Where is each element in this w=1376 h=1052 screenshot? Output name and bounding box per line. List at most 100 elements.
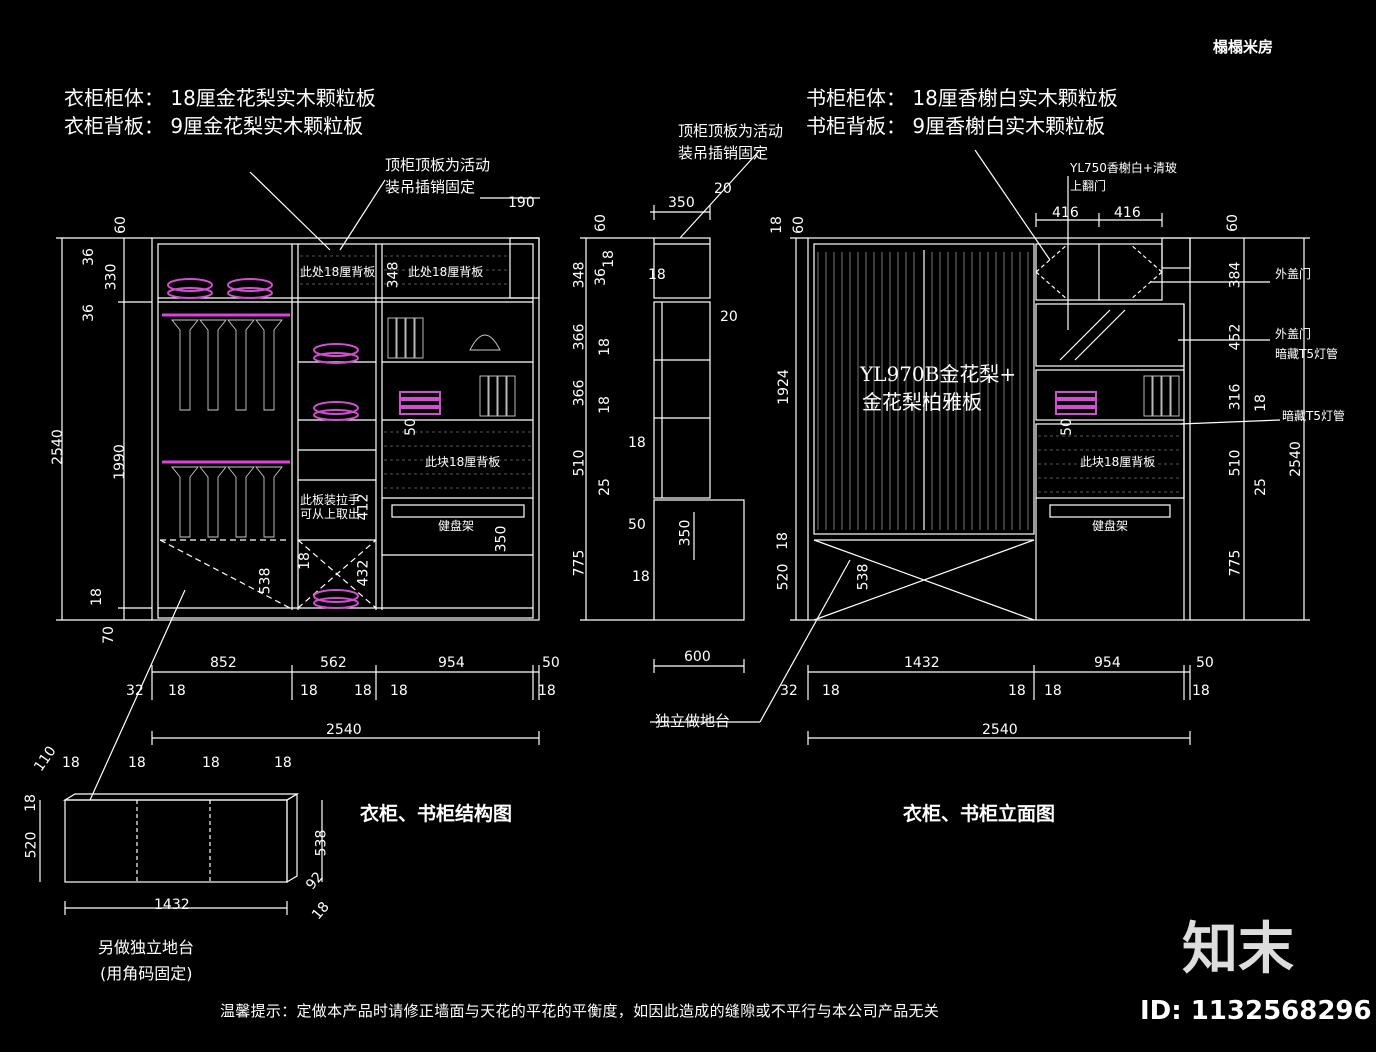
dim-left-2540: 2540 xyxy=(49,429,66,465)
dim-left-954: 954 xyxy=(438,655,465,671)
dim-left-60: 60 xyxy=(112,216,129,234)
dim-base-18c: 18 xyxy=(202,755,220,771)
back-panel-label-b: 此处18厘背板 xyxy=(408,265,484,279)
dim-left-412: 412 xyxy=(355,493,372,521)
hidden-light-label-b: 暗藏T5灯管 xyxy=(1282,409,1345,423)
dim-left-36a: 36 xyxy=(80,248,97,266)
dim-rr-316: 316 xyxy=(1227,383,1244,411)
outer-door-label-b: 外盖门 xyxy=(1275,327,1312,341)
dim-left-18: 18 xyxy=(88,588,105,606)
dim-base-18a: 18 xyxy=(62,755,80,771)
dim-left-50c: 50 xyxy=(402,418,419,436)
dim-right-954: 954 xyxy=(1094,655,1121,671)
dim-left-2540-h: 2540 xyxy=(326,722,362,738)
dim-rr-384: 384 xyxy=(1227,261,1244,289)
dim-mid-775: 775 xyxy=(571,549,588,577)
back-panel-label-right: 此块18厘背板 xyxy=(1080,455,1156,469)
hidden-light-label-a: 暗藏T5灯管 xyxy=(1275,347,1338,361)
dim-mid-18c: 18 xyxy=(596,396,613,414)
dim-left-18f: 18 xyxy=(538,683,556,699)
drawer-note-1: 此板装拉手 xyxy=(300,493,361,507)
dim-left-18d: 18 xyxy=(354,683,372,699)
dim-mid-350b: 350 xyxy=(677,519,694,547)
mid-note-1: 顶柜顶板为活动 xyxy=(678,122,784,140)
dim-left-348: 348 xyxy=(385,261,402,289)
dim-base-18d: 18 xyxy=(274,755,292,771)
wardrobe-structure xyxy=(56,171,540,801)
dim-right-60: 60 xyxy=(790,216,807,234)
dim-mid-36: 36 xyxy=(592,268,609,286)
dim-base-1432: 1432 xyxy=(154,897,190,913)
dim-right-538: 538 xyxy=(855,563,872,591)
dim-left-32: 32 xyxy=(126,683,144,699)
dim-right-18e: 18 xyxy=(1044,683,1062,699)
dim-base-520: 520 xyxy=(23,831,40,859)
watermark-id: ID: 1132568296 xyxy=(1140,996,1372,1026)
dim-left-562: 562 xyxy=(320,655,347,671)
keyboard-tray-label-left: 健盘架 xyxy=(438,519,475,533)
dim-right-18c: 18 xyxy=(822,683,840,699)
dim-right-520: 520 xyxy=(775,563,792,591)
dim-left-1990: 1990 xyxy=(111,444,128,480)
dim-mid-350: 350 xyxy=(668,195,695,211)
dim-mid-20b: 20 xyxy=(720,309,738,325)
dim-left-350c: 350 xyxy=(493,525,510,553)
dim-left-50: 50 xyxy=(542,655,560,671)
dim-left-190: 190 xyxy=(508,195,535,211)
bookcase-back-material: 书柜背板： 9厘香榭白实木颗粒板 xyxy=(806,114,1106,138)
dim-left-432: 432 xyxy=(355,559,372,587)
dim-right-50c: 50 xyxy=(1058,418,1075,436)
dim-right-1432: 1432 xyxy=(904,655,940,671)
dim-left-538: 538 xyxy=(257,567,274,595)
dim-right-50: 50 xyxy=(1196,655,1214,671)
dim-mid-18a: 18 xyxy=(600,250,617,268)
wardrobe-elevation xyxy=(790,149,1310,745)
dim-mid-50: 50 xyxy=(628,517,646,533)
dim-rr-18: 18 xyxy=(1252,394,1269,412)
dim-left-18a: 18 xyxy=(168,683,186,699)
drawer-note-2: 可从上取出 xyxy=(300,507,361,521)
dim-left-18c: 18 xyxy=(296,552,313,570)
dim-mid-600: 600 xyxy=(684,649,711,665)
dim-mid-366b: 366 xyxy=(571,379,588,407)
sliding-door-label-2: 金花梨柏雅板 xyxy=(862,390,982,414)
dim-rr-452: 452 xyxy=(1227,323,1244,351)
top-panel-note-1: 顶柜顶板为活动 xyxy=(385,156,491,174)
dim-right-416a: 416 xyxy=(1052,205,1079,221)
dim-left-18e: 18 xyxy=(390,683,408,699)
dim-right-1924: 1924 xyxy=(775,369,792,405)
mid-note-2: 装吊插销固定 xyxy=(678,144,769,162)
dim-left-70: 70 xyxy=(100,626,117,644)
outer-door-label-a: 外盖门 xyxy=(1275,267,1312,281)
dim-mid-18b: 18 xyxy=(596,338,613,356)
dim-base-538: 538 xyxy=(313,829,330,857)
dim-right-18f: 18 xyxy=(1192,683,1210,699)
watermark-logo: 知末 xyxy=(1182,917,1294,982)
base-title-2: (用角码固定) xyxy=(100,964,193,983)
bookcase-body-material: 书柜柜体： 18厘香榭白实木颗粒板 xyxy=(806,86,1118,110)
base-platform xyxy=(39,792,323,915)
dim-mid-18f: 18 xyxy=(632,569,650,585)
dim-rr-25: 25 xyxy=(1252,478,1269,496)
sliding-door-label-1: YL970B金花梨+ xyxy=(860,362,1017,386)
top-panel-note-2: 装吊插销固定 xyxy=(385,178,476,196)
dim-rr-510: 510 xyxy=(1227,449,1244,477)
dim-mid-18e: 18 xyxy=(628,435,646,451)
dim-mid-366a: 366 xyxy=(571,323,588,351)
dim-right-18b: 18 xyxy=(774,532,791,550)
flip-door-note-2: 上翻门 xyxy=(1070,179,1107,193)
elevation-title: 衣柜、书柜立面图 xyxy=(903,803,1056,825)
dim-left-36b: 36 xyxy=(80,304,97,322)
back-panel-label-a: 此处18厘背板 xyxy=(300,265,376,279)
dim-base-18e: 18 xyxy=(22,794,39,812)
dim-mid-60: 60 xyxy=(592,214,609,232)
keyboard-tray-label-right: 健盘架 xyxy=(1092,519,1129,533)
dim-rr-60: 60 xyxy=(1224,214,1241,232)
dim-mid-510: 510 xyxy=(571,449,588,477)
dim-mid-20a: 20 xyxy=(714,181,732,197)
base-title-1: 另做独立地台 xyxy=(98,938,195,957)
independent-base-note: 独立做地台 xyxy=(655,712,731,730)
brand-label: 榻榻米房 xyxy=(1213,38,1274,56)
dim-mid-348: 348 xyxy=(571,261,588,289)
